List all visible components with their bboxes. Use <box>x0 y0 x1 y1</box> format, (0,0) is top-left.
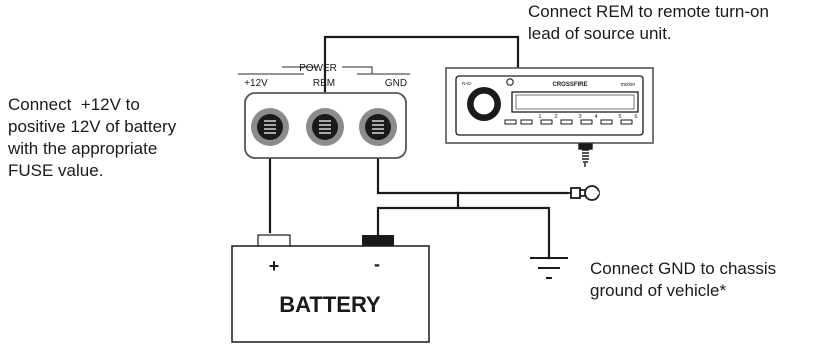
preset-button <box>560 119 573 125</box>
ring-terminal-icon <box>567 185 600 201</box>
terminal-label-gnd: GND <box>385 78 407 89</box>
preset-button <box>540 119 553 125</box>
preset-number: 1 <box>538 114 541 120</box>
terminal-coils <box>264 120 384 134</box>
terminal-12v <box>251 108 289 146</box>
power-bracket <box>238 66 410 75</box>
terminal-block: POWER +12V REM GND <box>238 63 410 159</box>
rem-note: Connect REM to remote turn-on lead of so… <box>528 2 769 43</box>
rad-button-label: RAD <box>462 81 472 86</box>
preset-button <box>580 119 593 125</box>
rem-wire <box>323 35 520 122</box>
brand-label: CROSSFIRE <box>552 82 587 88</box>
preset-button <box>520 119 533 125</box>
display-inner <box>515 94 635 110</box>
preset-number: 6 <box>634 114 637 120</box>
preset-number: 4 <box>594 114 597 120</box>
terminal-gnd <box>359 108 397 146</box>
preset-button <box>600 119 613 125</box>
head-unit: RAD CROSSFIRE mixlon 1 2 3 4 5 6 <box>445 67 654 144</box>
preset-buttons <box>504 119 633 125</box>
battery-negative-label: - <box>374 254 380 274</box>
terminal-label-12v: +12V <box>244 78 268 89</box>
battery-body <box>231 245 430 343</box>
mounting-screw-icon <box>578 143 593 167</box>
preset-button <box>620 119 633 125</box>
terminal-rem <box>306 108 344 146</box>
battery-negative-post <box>362 235 394 247</box>
preset-number: 3 <box>578 114 581 120</box>
power-note: Connect +12V to positive 12V of battery … <box>8 95 177 180</box>
power-group-label: POWER <box>299 63 337 74</box>
battery: + - BATTERY <box>231 234 430 343</box>
preset-numbers: 1 2 3 4 5 6 <box>538 114 637 120</box>
battery-positive-post <box>257 234 291 248</box>
model-label: mixlon <box>621 82 636 88</box>
gnd-note: Connect GND to chassis ground of vehicle… <box>590 259 777 300</box>
preset-number: 5 <box>618 114 621 120</box>
battery-label: BATTERY <box>279 292 381 317</box>
chassis-ground-wire <box>376 191 551 260</box>
preset-number: 2 <box>554 114 557 120</box>
chassis-ground-icon <box>530 257 568 279</box>
terminal-label-rem: REM <box>313 78 335 89</box>
battery-positive-label: + <box>269 256 280 276</box>
preset-button <box>504 119 517 125</box>
release-button <box>506 78 514 86</box>
display-window <box>511 91 639 113</box>
